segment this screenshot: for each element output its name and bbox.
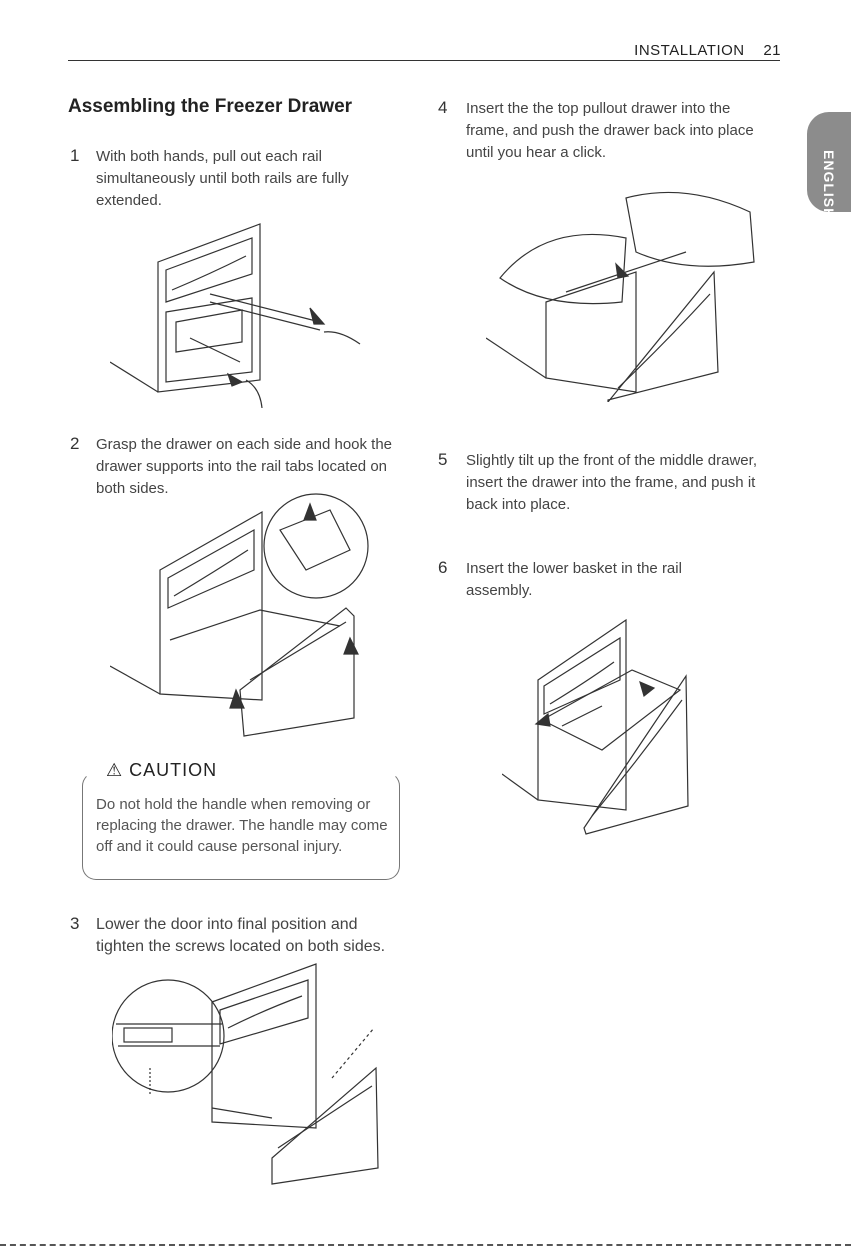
caution-box: ⚠CAUTION Do not hold the handle when rem…	[82, 760, 400, 880]
step-4-text: Insert the the top pullout drawer into t…	[466, 100, 754, 161]
step-3-number: 3	[70, 914, 80, 933]
section-title: INSTALLATION	[634, 42, 745, 59]
page-header: INSTALLATION 21	[634, 42, 781, 59]
illustration-step-1	[110, 223, 361, 409]
step-1-number: 1	[70, 146, 80, 165]
step-6-number: 6	[438, 558, 448, 577]
header-rule	[68, 60, 780, 61]
page-title: Assembling the Freezer Drawer	[68, 96, 353, 117]
step-4-number: 4	[438, 98, 448, 117]
caution-border	[82, 772, 400, 880]
warning-triangle-icon: ⚠	[106, 760, 124, 780]
step-6-text: Insert the lower basket in the rail asse…	[466, 560, 682, 599]
footer-rule	[0, 1244, 851, 1246]
illustration-step-4	[486, 191, 755, 402]
language-tab: ENGLISH	[807, 112, 851, 220]
step-2-text: Grasp the drawer on each side and hook t…	[96, 436, 393, 497]
step-1-text: With both hands, pull out each rail simu…	[96, 148, 349, 209]
illustration-step-3	[112, 963, 379, 1185]
caution-text: Do not hold the handle when removing or …	[96, 796, 388, 855]
illustration-step-2	[110, 493, 369, 737]
page-number: 21	[763, 42, 781, 59]
step-3-text: Lower the door into final position and t…	[96, 916, 386, 955]
step-5-number: 5	[438, 450, 448, 469]
caution-title: ⚠CAUTION	[100, 760, 224, 781]
caution-title-text: CAUTION	[129, 760, 218, 780]
language-tab-label: ENGLISH	[821, 150, 837, 220]
illustration-step-6	[502, 618, 689, 835]
step-5-text: Slightly tilt up the front of the middle…	[466, 452, 757, 513]
step-2-number: 2	[70, 434, 80, 453]
